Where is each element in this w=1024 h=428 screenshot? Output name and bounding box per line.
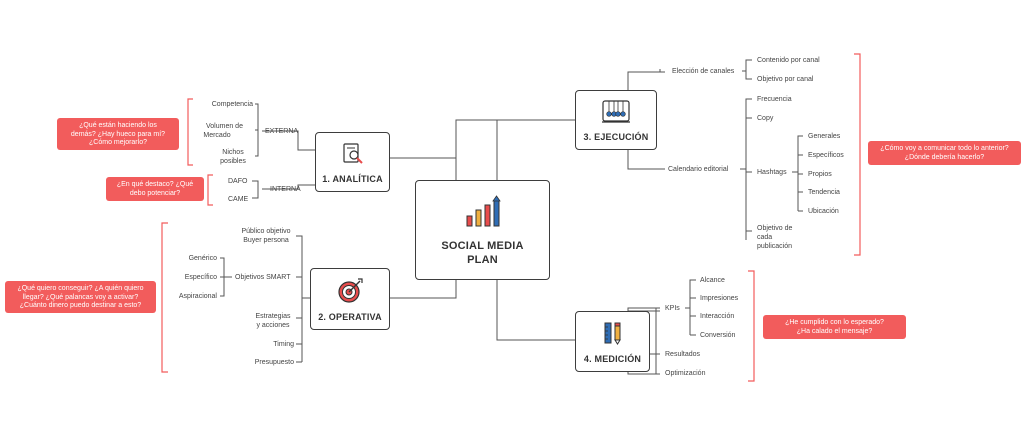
question-ejecucion: ¿Cómo voy a comunicar todo lo anterior? …: [868, 141, 1021, 165]
analitica-label: 1. ANALÍTICA: [322, 174, 383, 184]
objetivo-publicacion-line1[interactable]: Objetivo de: [757, 225, 793, 232]
kpi-interaccion[interactable]: Interacción: [700, 313, 735, 320]
nichos-item-line2[interactable]: posibles: [220, 158, 246, 165]
bar-chart-growth-icon: [466, 195, 501, 227]
medicion-label: 4. MEDICIÓN: [583, 354, 642, 364]
externa-label[interactable]: EXTERNA: [265, 128, 299, 135]
question-operativa: ¿Qué quiero conseguir? ¿A quién quiero l…: [5, 281, 156, 313]
medicion-node[interactable]: 4. MEDICIÓN: [575, 311, 650, 372]
objetivo-canal-item[interactable]: Objetivo por canal: [757, 76, 814, 83]
volumen-item-line2[interactable]: Mercado: [203, 132, 231, 139]
ejecucion-node[interactable]: 3. EJECUCIÓN: [575, 90, 657, 150]
came-item[interactable]: CAME: [228, 196, 249, 203]
objetivo-publicacion-line2[interactable]: cada: [757, 234, 773, 241]
interna-label[interactable]: INTERNA: [270, 186, 301, 193]
question-line: ¿Cuánto dinero puedo destinar a esto?: [19, 302, 142, 309]
question-line: llegar? ¿Qué palancas voy a activar?: [22, 293, 139, 301]
frecuencia-item[interactable]: Frecuencia: [757, 96, 792, 103]
question-line: ¿He cumplido con lo esperado?: [785, 319, 884, 326]
contenido-canal-item[interactable]: Contenido por canal: [757, 57, 820, 64]
center-title: SOCIAL MEDIA PLAN: [416, 239, 549, 272]
calendario-editorial-item[interactable]: Calendario editorial: [668, 166, 729, 173]
center-title-line1: SOCIAL MEDIA: [441, 240, 524, 252]
question-line: ¿Dónde debería hacerlo?: [904, 153, 985, 161]
document-search-icon: [342, 143, 363, 164]
question-line: debo potenciar?: [129, 189, 181, 197]
operativa-node[interactable]: 2. OPERATIVA: [310, 268, 390, 330]
estrategias-item-line2[interactable]: y acciones: [256, 322, 290, 329]
resultados-item[interactable]: Resultados: [665, 351, 701, 358]
newtons-cradle-icon: [602, 100, 630, 123]
question-line: ¿Cómo mejorarlo?: [89, 139, 147, 146]
question-line: ¿Cómo voy a comunicar todo lo anterior?: [880, 145, 1009, 152]
question-analitica-externa: ¿Qué están haciendo los demás? ¿Hay huec…: [57, 118, 179, 150]
hashtag-propios[interactable]: Propios: [808, 171, 832, 178]
question-analitica-interna: ¿En qué destaco? ¿Qué debo potenciar?: [106, 177, 204, 201]
hashtag-ubicacion[interactable]: Ubicación: [808, 208, 839, 215]
volumen-item-line1[interactable]: Volumen de: [206, 123, 243, 130]
operativa-label: 2. OPERATIVA: [318, 312, 382, 322]
kpis-item[interactable]: KPIs: [665, 305, 680, 312]
ejecucion-label: 3. EJECUCIÓN: [583, 132, 649, 142]
question-medicion: ¿He cumplido con lo esperado? ¿Ha calado…: [763, 315, 906, 339]
hashtag-generales[interactable]: Generales: [808, 133, 841, 140]
eleccion-canales-item[interactable]: Elección de canales: [672, 68, 735, 75]
ruler-pencil-icon: [604, 322, 621, 345]
competencia-item[interactable]: Competencia: [211, 101, 253, 108]
nichos-item-line1[interactable]: Nichos: [222, 149, 244, 156]
copy-item[interactable]: Copy: [757, 115, 774, 122]
center-title-line2: PLAN: [467, 254, 498, 266]
optimizacion-item[interactable]: Optimización: [665, 370, 706, 377]
target-icon: [338, 278, 363, 303]
hashtags-item[interactable]: Hashtags: [757, 169, 787, 176]
presupuesto-item[interactable]: Presupuesto: [254, 359, 294, 366]
question-line: ¿En qué destaco? ¿Qué: [116, 181, 194, 188]
kpi-impresiones[interactable]: Impresiones: [700, 295, 739, 302]
timing-item[interactable]: Timing: [273, 341, 294, 348]
aspiracional-item[interactable]: Aspiracional: [178, 293, 217, 300]
hashtag-especificos[interactable]: Específicos: [808, 152, 844, 159]
estrategias-item-line1[interactable]: Estrategias: [255, 313, 291, 320]
question-line: ¿Qué quiero conseguir? ¿A quién quiero: [17, 285, 144, 292]
hashtag-tendencia[interactable]: Tendencia: [808, 189, 840, 196]
generico-item[interactable]: Genérico: [188, 255, 217, 262]
kpi-conversion[interactable]: Conversión: [700, 332, 736, 339]
objetivos-smart-item[interactable]: Objetivos SMART: [235, 274, 291, 281]
analitica-node[interactable]: 1. ANALÍTICA: [315, 132, 390, 192]
question-line: ¿Ha calado el mensaje?: [796, 327, 873, 335]
kpi-alcance[interactable]: Alcance: [700, 277, 725, 284]
buyer-persona-item[interactable]: Buyer persona: [243, 237, 289, 244]
especifico-item[interactable]: Específico: [184, 274, 217, 281]
objetivo-publicacion-line3[interactable]: publicación: [757, 243, 793, 250]
question-line: ¿Qué están haciendo los: [79, 122, 157, 129]
dafo-item[interactable]: DAFO: [228, 178, 248, 185]
center-node[interactable]: SOCIAL MEDIA PLAN: [415, 180, 550, 280]
publico-objetivo-item[interactable]: Público objetivo: [241, 228, 291, 235]
question-line: demás? ¿Hay hueco para mí?: [70, 130, 166, 138]
